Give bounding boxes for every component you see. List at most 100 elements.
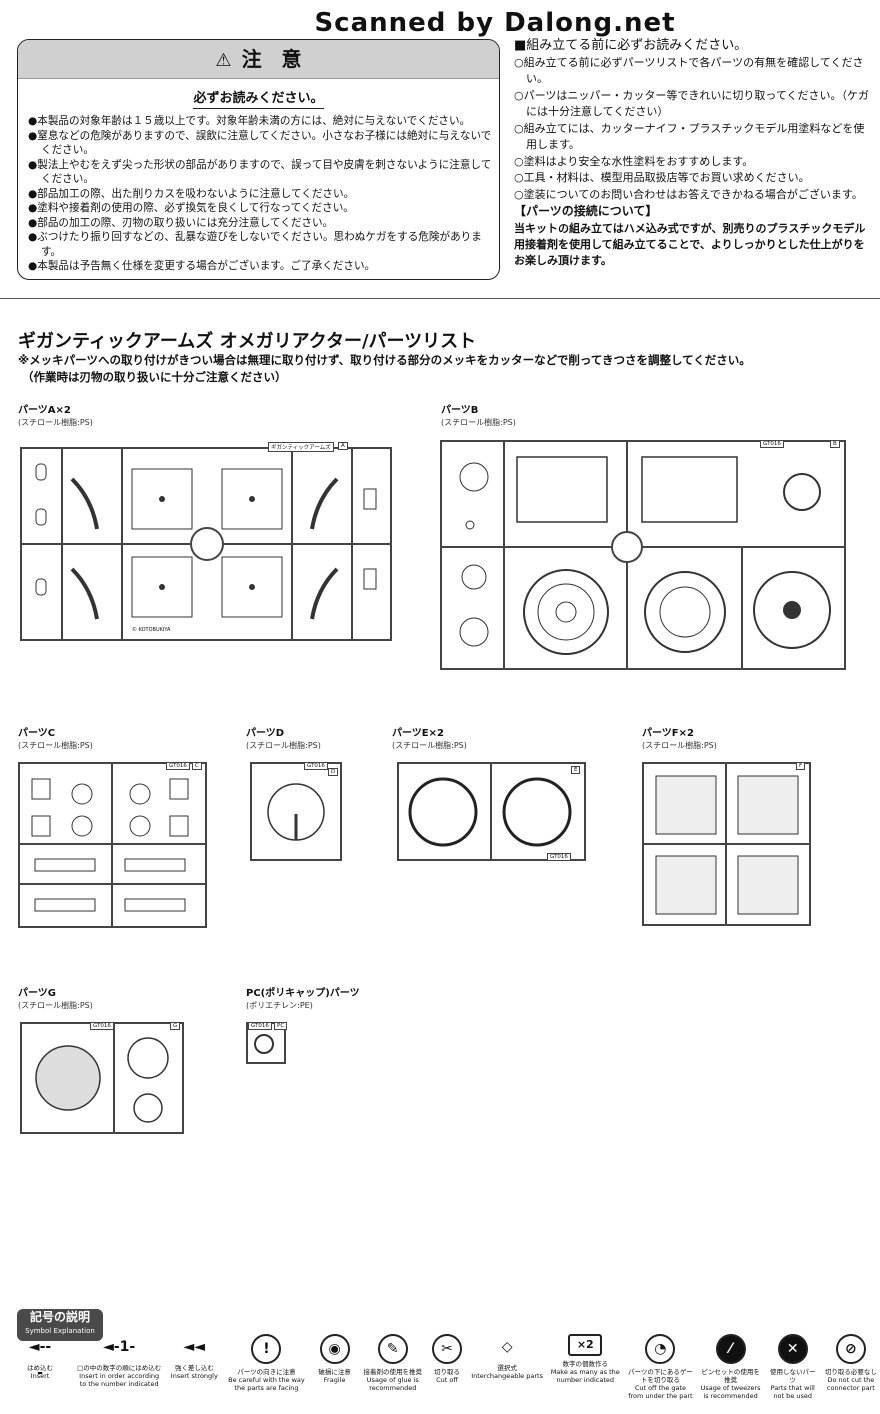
assembly-notes-title: ■組み立てる前に必ずお読みください。 [514, 38, 748, 53]
scanner-credit: Scanned by Dalong.net [314, 8, 676, 38]
runner-b-frame [442, 442, 844, 668]
runner-pc-letter: PC [274, 1022, 288, 1030]
symbol-legend: ◄--- はめ込む Insert ◄-1- □の中の数字の順にはめ込む Inse… [10, 1334, 878, 1414]
legend-symbol: ✕ 使用しないパーツ Parts that will not be used [768, 1334, 818, 1414]
runner-pc-label: PC(ポリキャップ)パーツ [246, 988, 360, 999]
caution-title: 注 意 [241, 47, 302, 71]
runner-g-label: パーツG [18, 988, 57, 999]
legend-symbol: ! パーツの向きに注意 Be careful with the way the … [226, 1334, 306, 1414]
caution-item: ●窒息などの危険がありますので、誤飲に注意してください。小さなお子様には絶対に与… [28, 129, 492, 157]
runner-c-letter: C [192, 762, 202, 770]
assembly-note: ○工具・材料は、模型用品取扱店等でお買い求めください。 [514, 171, 810, 184]
insert-arrow-icon: ◄--- [28, 1339, 52, 1381]
runner-d-frame [267, 783, 325, 841]
assembly-note: ○塗料はより安全な水性塗料をおすすめします。 [514, 154, 754, 168]
caution-list: ●本製品の対象年齢は１５歳以上です。対象年齢未満の方には、絶対に与えないでくださ… [28, 114, 499, 274]
plating-note: ※メッキパーツへの取り付けがきつい場合は無理に取り付けず、取り付ける部分のメッキ… [18, 353, 751, 367]
runner-g-letter: G [170, 1022, 181, 1030]
legend-title-jp: 記号の説明 [29, 1310, 90, 1324]
insert-strongly-icon: ◄◄ [183, 1339, 206, 1355]
caution-header: ⚠ 注 意 [18, 40, 499, 79]
runner-f-material: (スチロール樹脂:PS) [642, 741, 717, 750]
runner-e-diagram: GT016 E [397, 762, 586, 861]
symbol-legend-title: 記号の説明 Symbol Explanation [17, 1309, 103, 1341]
caution-item: ●ぶつけたり振り回すなどの、乱暴な遊びをしないでください。思わぬケガをする危険が… [28, 231, 482, 258]
cut-off-icon: ✂ [431, 1334, 462, 1364]
assembly-note: ○組み立てる前に必ずパーツリストで各パーツの有無を確認してください。 [514, 55, 864, 86]
legend-symbol: ✎ 接着剤の使用を推奨 Usage of glue is recommended [363, 1334, 423, 1414]
runner-f-frame [644, 764, 809, 924]
legend-symbol: ◔ パーツの下にあるゲートを切り取る Cut off the gate from… [627, 1334, 693, 1414]
legend-symbol: ⊘ 切り取る必要なし Do not cut the connector part [824, 1334, 878, 1414]
legend-symbol: ×2 数字の個数作る Make as many as the number in… [549, 1334, 621, 1414]
runner-d-tag: GT016 [304, 762, 328, 770]
must-read-heading: 必ずお読みください。 [18, 87, 499, 109]
runner-e-frame [408, 764, 572, 859]
multiply-icon: ×2 [568, 1334, 603, 1356]
runner-pc-material: (ポリエチレン:PE) [246, 1001, 313, 1010]
interchangeable-icon: ◇ [501, 1339, 513, 1355]
glue-icon: ✎ [377, 1334, 408, 1364]
legend-symbol: ✂ 切り取る Cut off [429, 1334, 465, 1414]
runner-a-tag: ギガンティックアームズ [268, 442, 334, 452]
runner-e-letter: E [571, 766, 581, 774]
caution-box: ⚠ 注 意 必ずお読みください。 ●本製品の対象年齢は１５歳以上です。対象年齢未満… [17, 39, 500, 280]
parts-list-title: ギガンティックアームズ オメガリアクター/パーツリスト [18, 331, 477, 352]
connection-text: 当キットの組み立てはハメ込み式ですが、別売りのプラスチックモデル用接着剤を使用し… [514, 222, 866, 267]
runner-d-material: (スチロール樹脂:PS) [246, 741, 321, 750]
runner-a-diagram: ギガンティックアームズ A © KOTOBUKIYA [20, 442, 392, 641]
runner-e-material: (スチロール樹脂:PS) [392, 741, 467, 750]
assembly-note: ○組み立てには、カッターナイフ・プラスチックモデル用塗料などを使用します。 [514, 121, 865, 152]
runner-a-label: パーツA×2 [18, 405, 71, 416]
runner-b-letter: B [830, 440, 840, 448]
runner-e-label: パーツE×2 [392, 728, 444, 739]
runner-a-material: (スチロール樹脂:PS) [18, 418, 93, 427]
runner-g-frame [35, 1024, 169, 1132]
runner-b-tag: GT016 [760, 440, 784, 448]
cut-gate-under-icon: ◔ [645, 1334, 676, 1364]
runner-f-label: パーツF×2 [642, 728, 694, 739]
runner-f-diagram: F [642, 762, 811, 926]
runner-c-diagram: GT016 C [18, 762, 207, 928]
legend-title-en: Symbol Explanation [25, 1327, 95, 1335]
caution-item: ●本製品は予告無く仕様を変更する場合がございます。ご了承ください。 [28, 260, 376, 272]
runner-g-diagram: GT016 G [20, 1022, 184, 1134]
assembly-note: ○塗装についてのお問い合わせはお答えできかねる場合がございます。 [514, 187, 863, 201]
legend-symbol: ◄-1- □の中の数字の順にはめ込む Insert in order accor… [76, 1334, 162, 1414]
caution-item: ●部品加工の際、出た削りカスを吸わないように注意してください。 [28, 187, 355, 200]
runner-c-frame [20, 764, 205, 926]
legend-symbol: ◇ 選択式 Interchangeable parts [471, 1334, 543, 1414]
runner-pc-diagram: GT016 PC [246, 1022, 288, 1064]
runner-d-diagram: GT016 D [250, 762, 342, 861]
fragile-icon: ◉ [319, 1334, 350, 1364]
caution-item: ●部品の加工の際、刃物の取り扱いには充分注意してください。 [28, 216, 334, 229]
unused-parts-icon: ✕ [777, 1334, 808, 1364]
numbered-insert-icon: ◄-1- [103, 1339, 136, 1355]
warning-triangle-icon: ⚠ [215, 50, 232, 71]
runner-d-letter: D [328, 768, 339, 776]
runner-f-letter: F [796, 762, 806, 770]
runner-pc-frame [254, 1034, 274, 1054]
connection-title: 【パーツの接続について】 [514, 204, 658, 218]
runner-b-diagram: GT016 B [440, 440, 846, 670]
runner-c-label: パーツC [18, 728, 56, 739]
runner-g-tag: GT016 [90, 1022, 114, 1030]
blade-note: （作業時は刃物の取り扱いに十分ご注意ください） [22, 370, 287, 384]
runner-d-label: パーツD [246, 728, 285, 739]
runner-a-letter: A [338, 442, 348, 450]
legend-symbol: ◉ 破損に注意 Fragile [313, 1334, 357, 1414]
runner-a-copyright: © KOTOBUKIYA [132, 627, 171, 633]
do-not-cut-icon: ⊘ [835, 1334, 866, 1364]
runner-b-label: パーツB [441, 405, 479, 416]
legend-symbol: ◄--- はめ込む Insert [10, 1334, 70, 1414]
assembly-notes: ■組み立てる前に必ずお読みください。 ○組み立てる前に必ずパーツリストで各パーツ… [514, 38, 874, 203]
legend-symbol: ◄◄ 強く差し込む Insert strongly [168, 1334, 220, 1414]
legend-symbol: ⁄ ピンセットの使用を推奨 Usage of tweezers is recom… [700, 1334, 762, 1414]
runner-pc-tag: GT016 [248, 1022, 272, 1030]
runner-c-material: (スチロール樹脂:PS) [18, 741, 93, 750]
caution-item: ●本製品の対象年齢は１５歳以上です。対象年齢未満の方には、絶対に与えないでくださ… [28, 115, 471, 127]
caution-item: ●製法上やむをえず尖った形状の部品がありますので、誤って目や皮膚を刺さないように… [28, 158, 492, 186]
runner-b-material: (スチロール樹脂:PS) [441, 418, 516, 427]
caution-orientation-icon: ! [251, 1334, 282, 1364]
runner-e-tag: GT016 [547, 853, 571, 861]
